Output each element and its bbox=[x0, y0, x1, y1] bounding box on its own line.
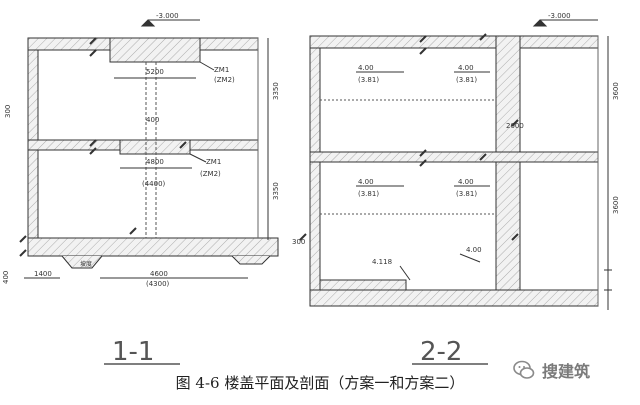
right-upper-mid: 4.00 bbox=[458, 64, 474, 72]
right-middle-slab bbox=[309, 151, 599, 163]
bottom-depression bbox=[61, 255, 103, 269]
watermark-text: 搜建筑 bbox=[542, 362, 591, 381]
figure-caption: 图 4-6 楼盖平面及剖面（方案一和方案二） bbox=[175, 374, 465, 392]
bottom-slab bbox=[27, 237, 279, 257]
left-outer-wall bbox=[27, 37, 39, 239]
left-top-span: 5200 bbox=[146, 68, 164, 76]
right-left-side: 300 bbox=[292, 238, 305, 246]
right-left-wall bbox=[309, 35, 321, 307]
right-top-slab bbox=[309, 35, 599, 49]
section-1-1 bbox=[19, 19, 279, 279]
left-bottom-mid: 4600 bbox=[150, 270, 168, 278]
left-bottom-label: 400 bbox=[2, 271, 10, 284]
top-beam bbox=[109, 37, 201, 63]
left-left-mid: 300 bbox=[4, 105, 12, 118]
elevation-marker-left bbox=[140, 19, 156, 27]
right-right-lower: 3600 bbox=[612, 196, 620, 214]
wechat-logo-icon bbox=[513, 360, 535, 379]
middle-beam bbox=[119, 139, 191, 155]
right-upper-mid-sub: (3.81) bbox=[456, 76, 477, 84]
left-elevation-text: -3.000 bbox=[156, 12, 179, 20]
left-mid-marker: ZM1 bbox=[206, 158, 221, 166]
left-mid-span: 4800 bbox=[146, 158, 164, 166]
left-right-lower: 3350 bbox=[272, 182, 280, 200]
left-top-marker-sub: (ZM2) bbox=[214, 76, 235, 84]
right-section-title: 2-2 bbox=[420, 337, 462, 367]
right-bottom-slab bbox=[309, 289, 599, 307]
left-top-marker: ZM1 bbox=[214, 66, 229, 74]
right-lower-level: 4.00 bbox=[358, 178, 374, 186]
right-upper-level-sub: (3.81) bbox=[358, 76, 379, 84]
left-right-upper: 3350 bbox=[272, 82, 280, 100]
left-mid-span-sub: (4400) bbox=[142, 180, 166, 188]
elevation-marker-right bbox=[532, 19, 548, 27]
left-mid-marker-sub: (ZM2) bbox=[200, 170, 221, 178]
left-bottom-left: 1400 bbox=[34, 270, 52, 278]
right-bottom-step bbox=[319, 279, 407, 291]
right-beam-label: 2000 bbox=[506, 122, 524, 130]
right-lower-mid: 4.00 bbox=[458, 178, 474, 186]
watermark: 搜建筑 bbox=[512, 356, 636, 384]
section-2-2 bbox=[299, 19, 612, 310]
right-center-column bbox=[495, 35, 521, 307]
right-bottom-left-label: 4.118 bbox=[372, 258, 392, 266]
right-elevation-text: -3.000 bbox=[548, 12, 571, 20]
bottom-depression-2 bbox=[231, 255, 271, 265]
right-bottom-mid-label: 4.00 bbox=[466, 246, 482, 254]
left-bottom-mid-sub: (4300) bbox=[146, 280, 170, 288]
right-upper-level: 4.00 bbox=[358, 64, 374, 72]
left-mid-wall: 400 bbox=[146, 116, 159, 124]
right-lower-mid-sub: (3.81) bbox=[456, 190, 477, 198]
right-right-upper: 3600 bbox=[612, 82, 620, 100]
right-lower-level-sub: (3.81) bbox=[358, 190, 379, 198]
left-slope-label: 坡度 bbox=[80, 260, 92, 268]
left-section-title: 1-1 bbox=[112, 337, 154, 367]
